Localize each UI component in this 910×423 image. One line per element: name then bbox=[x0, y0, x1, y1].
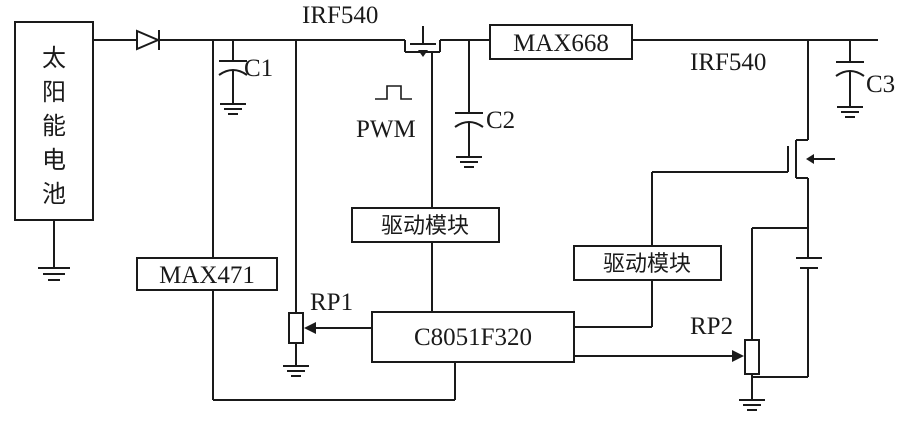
max668-box: MAX668 bbox=[489, 24, 633, 60]
solar-panel-char-1: 太 bbox=[42, 44, 66, 72]
rp1-label: RP1 bbox=[310, 289, 353, 316]
max471-box: MAX471 bbox=[136, 257, 278, 291]
potentiometer-rp1 bbox=[283, 312, 309, 377]
solar-panel-char-5: 池 bbox=[42, 180, 66, 208]
mosfet-1-label: IRF540 bbox=[302, 2, 378, 29]
solar-panel: 太 阳 能 电 池 bbox=[14, 21, 94, 221]
capacitor-c2 bbox=[454, 40, 484, 168]
battery-symbol bbox=[796, 257, 822, 377]
mosfet-2-symbol bbox=[787, 139, 835, 179]
potentiometer-rp2 bbox=[739, 339, 765, 411]
c1-label: C1 bbox=[244, 55, 273, 82]
c3-label: C3 bbox=[866, 71, 895, 98]
arrow-rp2 bbox=[732, 350, 744, 362]
capacitor-c1 bbox=[218, 40, 248, 115]
pwm-waveform-icon bbox=[375, 85, 412, 100]
solar-panel-char-2: 阳 bbox=[42, 78, 66, 106]
max471-label: MAX471 bbox=[159, 262, 255, 289]
driver-module-1-label: 驱动模块 bbox=[381, 214, 469, 239]
driver-module-2-label: 驱动模块 bbox=[603, 252, 691, 277]
capacitor-c3 bbox=[835, 40, 865, 118]
mosfet-1-symbol bbox=[404, 26, 441, 57]
mosfet-2-label: IRF540 bbox=[690, 49, 766, 76]
max668-label: MAX668 bbox=[513, 30, 609, 57]
solar-panel-char-4: 电 bbox=[42, 146, 66, 174]
rp2-label: RP2 bbox=[690, 313, 733, 340]
arrow-rp1 bbox=[304, 322, 316, 334]
driver-module-2: 驱动模块 bbox=[573, 245, 722, 281]
mcu-label: C8051F320 bbox=[414, 324, 532, 351]
ground-symbol-solar bbox=[38, 220, 70, 281]
driver-module-1: 驱动模块 bbox=[351, 207, 500, 243]
diode-symbol bbox=[136, 29, 161, 51]
mcu-box: C8051F320 bbox=[371, 311, 575, 363]
c2-label: C2 bbox=[486, 107, 515, 134]
pwm-label: PWM bbox=[356, 116, 416, 143]
solar-panel-char-3: 能 bbox=[42, 112, 66, 140]
